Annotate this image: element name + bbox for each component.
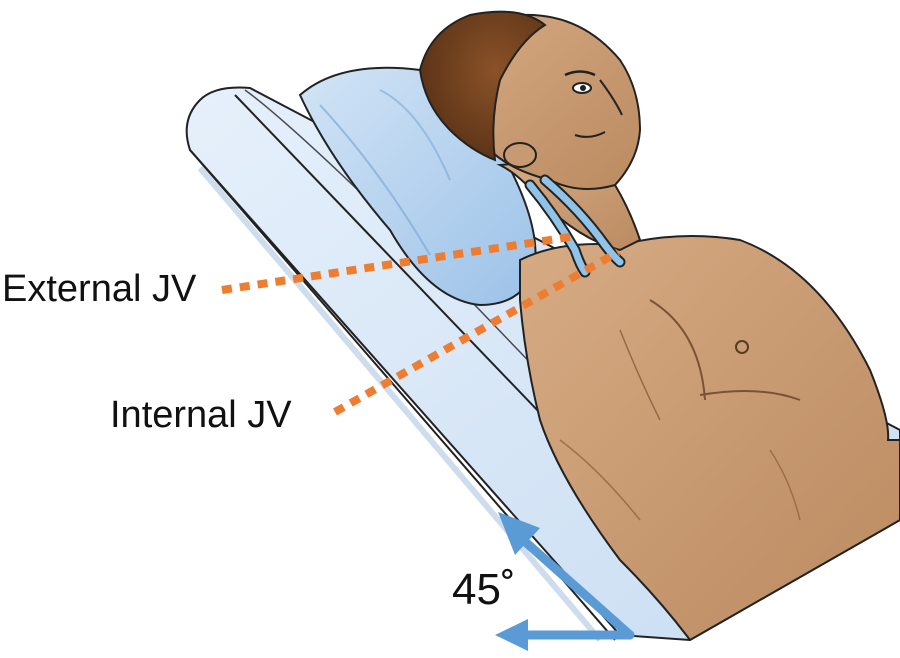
internal-jv-leader: [333, 248, 620, 416]
internal-jv-label: Internal JV: [110, 394, 292, 436]
ear: [503, 142, 537, 168]
angle-label: 45˚: [452, 565, 516, 614]
jugular-veins: [524, 174, 626, 278]
angle-arrow: [495, 512, 635, 651]
leader-lines: [221, 233, 620, 416]
hair: [418, 10, 547, 162]
torso: [519, 235, 900, 642]
head: [418, 10, 642, 190]
external-jv-leader: [221, 233, 571, 294]
external-jv-label: External JV: [2, 268, 197, 310]
